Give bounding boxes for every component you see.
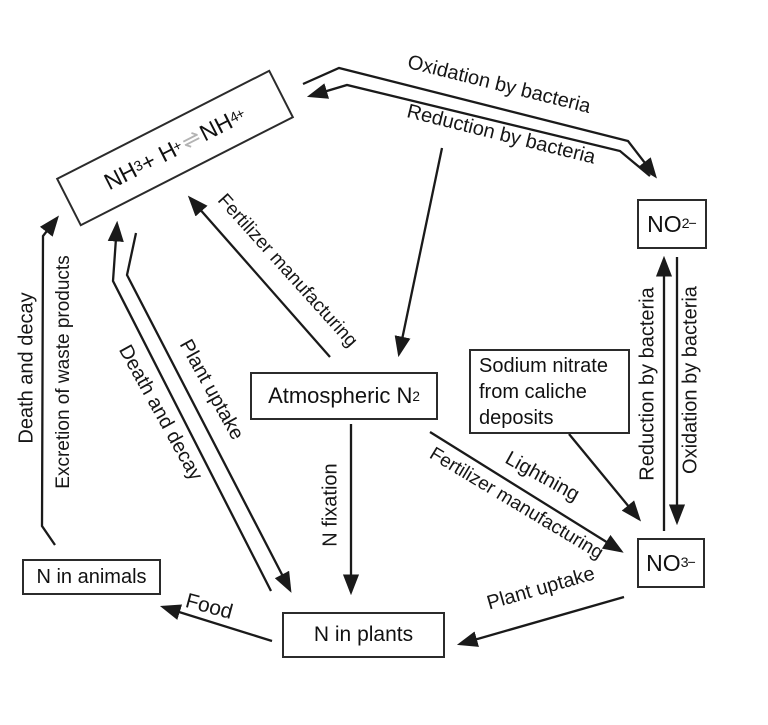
arrow-food-plants-to-animals: [159, 604, 273, 643]
arrow-animals-to-nh3: [39, 215, 59, 546]
sodium-nitrate-line2: from caliche: [479, 380, 587, 403]
sodium-nitrate-line1: Sodium nitrate: [479, 354, 608, 377]
arrow-caliche-to-no3: [568, 433, 642, 522]
label-excretion: Excretion of waste products: [53, 255, 74, 489]
arrow-lightning-n2-to-no3: [429, 431, 624, 553]
arrow-reduction-no2-to-nh4: [306, 83, 651, 177]
sodium-nitrate-line3: deposits: [479, 406, 554, 429]
label-n-fixation: N fixation: [319, 463, 342, 547]
node-sodium-nitrate: Sodium nitrate from caliche deposits: [469, 349, 630, 434]
node-n-in-plants: N in plants: [282, 612, 445, 658]
arrow-plant-uptake-nh4-to-plants: [125, 232, 292, 593]
label-death-decay-vertical: Death and decay: [15, 292, 38, 444]
arrow-death-decay-plants-to-nh3: [107, 220, 273, 592]
arrow-fertilizer-n2-to-nh3: [187, 195, 331, 358]
arrow-denitrification-to-n2: [394, 147, 444, 358]
arrow-plant-uptake-no3-to-plants: [456, 595, 625, 647]
label-reduction-right: Reduction by bacteria: [636, 287, 659, 481]
label-oxidation-right: Oxidation by bacteria: [679, 286, 702, 474]
node-n-in-animals: N in animals: [22, 559, 161, 595]
arrow-oxidation-nh4-to-no2: [302, 66, 657, 179]
